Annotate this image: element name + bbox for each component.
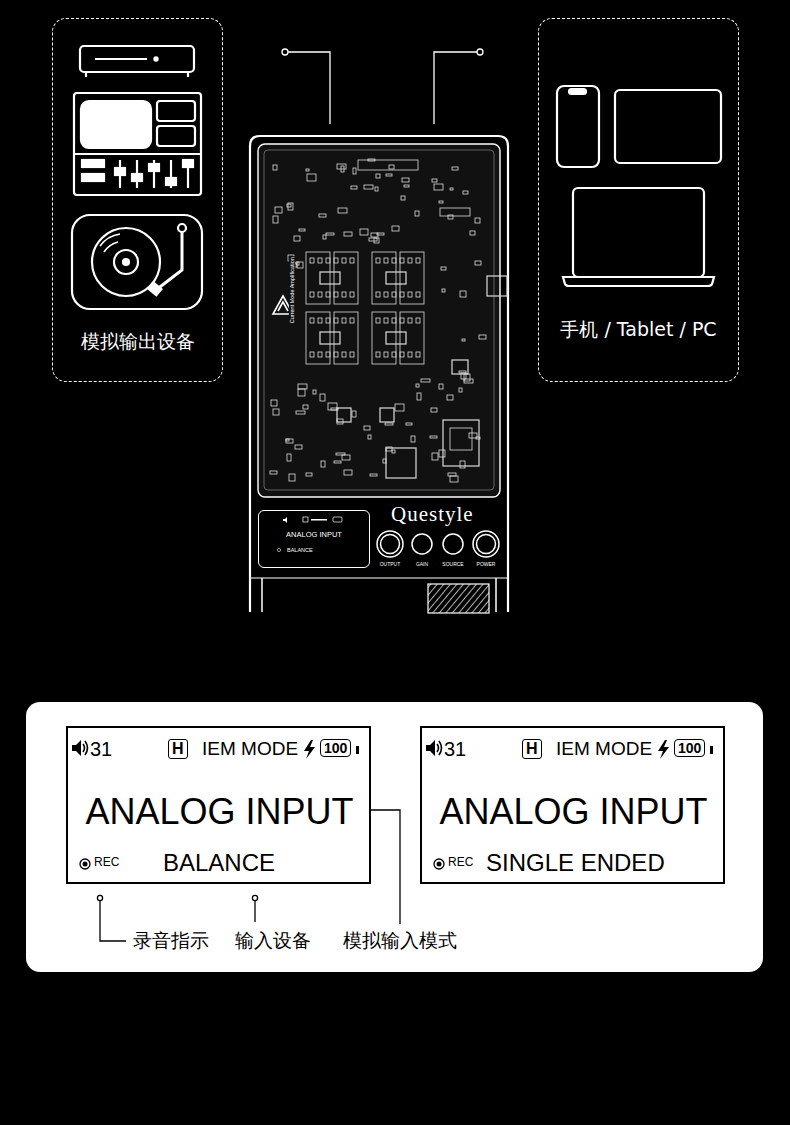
screen-title: ANALOG INPUT (286, 531, 342, 540)
gain-indicator: H (522, 739, 542, 759)
callout-label: 模拟输入模式 (343, 930, 457, 952)
gain-indicator: H (168, 739, 188, 759)
screen-mode: BALANCE (287, 547, 313, 553)
device-screen: ANALOG INPUT BALANCE (258, 510, 370, 568)
button-label: OUTPUT (380, 562, 401, 568)
button-label: GAIN (416, 562, 428, 568)
device-body (250, 136, 508, 613)
brand-name: Questyle (391, 502, 474, 526)
rec-indicator: REC (94, 856, 119, 870)
digital-devices-icons (557, 86, 721, 286)
group-caption: 模拟输出设备 (81, 331, 195, 353)
screen-panel (26, 702, 763, 972)
battery-level: 100 (674, 739, 705, 757)
mode-text: IEM MODE (202, 738, 298, 760)
analog-devices-icons (72, 46, 202, 309)
battery-level: 100 (320, 739, 351, 757)
screen-display: 31 H IEM MODE 100ANALOG INPUT REC SINGLE ENDE… (420, 726, 725, 884)
input-title: ANALOG INPUT (85, 791, 353, 832)
button-label: POWER (477, 562, 496, 568)
volume-value: 31 (444, 738, 466, 761)
input-title: ANALOG INPUT (439, 791, 707, 832)
group-caption: 手机 / Tablet / PC (560, 319, 716, 341)
rec-indicator: REC (448, 856, 473, 870)
callout-label: 录音指示 (133, 930, 209, 952)
device-group-box: 手机 / Tablet / PC (538, 18, 739, 382)
button-label: SOURCE (442, 562, 463, 568)
volume-value: 31 (90, 738, 112, 761)
screen-display: 31 H IEM MODE 100ANALOG INPUT REC BALANCE (66, 726, 371, 884)
mode-text: IEM MODE (556, 738, 652, 760)
pcb-marking: Current Mode Amplification (289, 256, 295, 324)
input-device: BALANCE (163, 849, 275, 877)
input-device: SINGLE ENDED (486, 849, 665, 877)
callout-label: 输入设备 (235, 930, 311, 952)
leader-lines (282, 49, 483, 124)
device-group-box: 模拟输出设备 (52, 18, 223, 382)
